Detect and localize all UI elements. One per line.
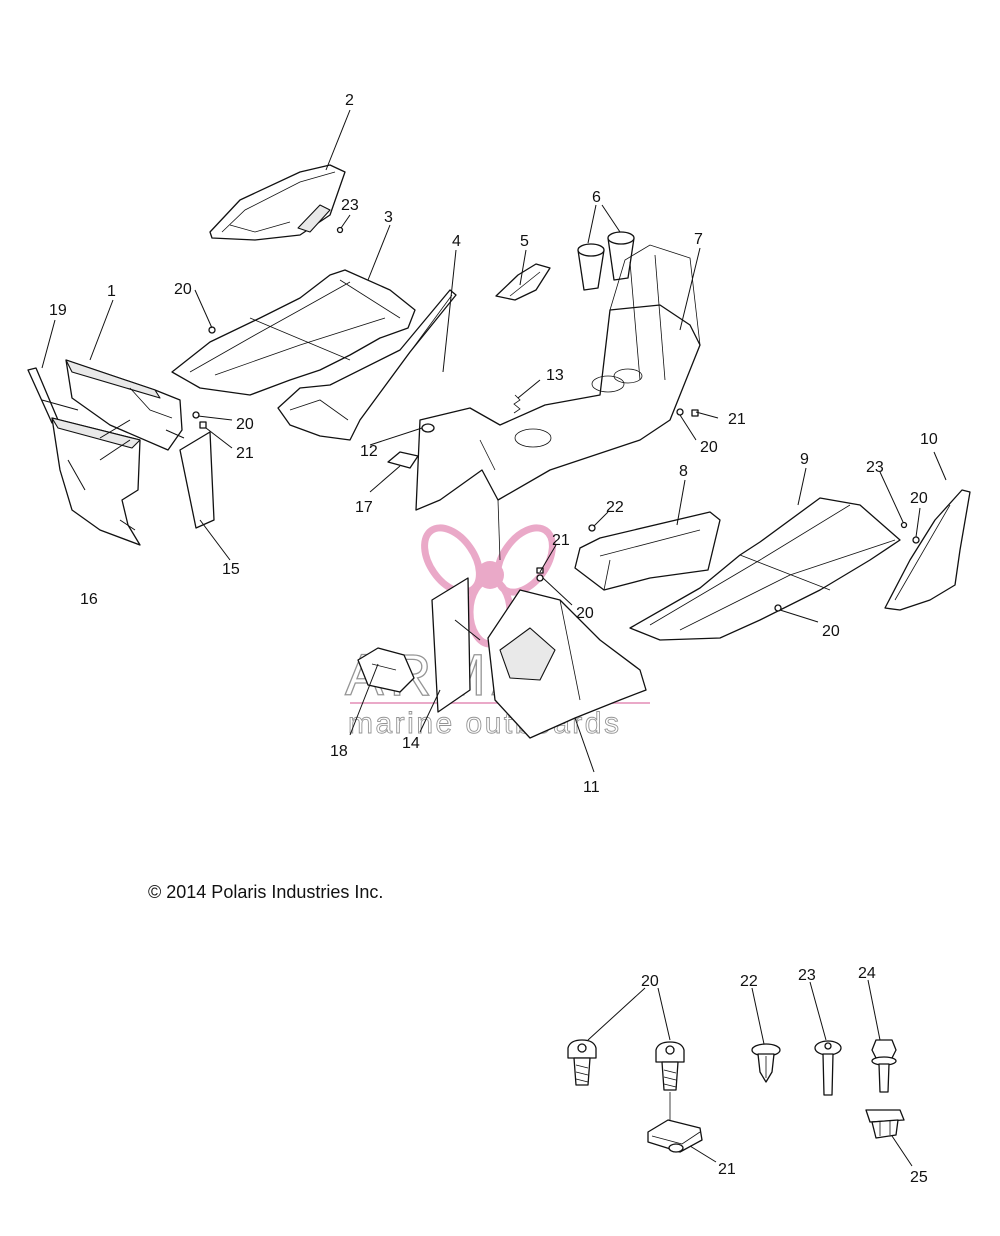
part-10-side-panel	[884, 489, 971, 611]
part-1-side-panel	[65, 359, 183, 451]
part-11-lower-console	[487, 589, 647, 739]
detail-callout-24: 24	[858, 965, 876, 982]
leader-lines	[41, 109, 947, 773]
callout-6: 6	[592, 189, 601, 206]
callout-21-b: 21	[728, 411, 746, 428]
detail-screw-20-left	[567, 1039, 597, 1086]
callout-20-d: 20	[576, 605, 594, 622]
detail-clip-25	[865, 1109, 905, 1139]
detail-callout-21: 21	[718, 1161, 736, 1178]
callout-10: 10	[920, 431, 938, 448]
callout-20-f: 20	[822, 623, 840, 640]
callout-22: 22	[606, 499, 624, 516]
part-5-bracket	[495, 263, 551, 301]
detail-hex-bolt-24	[871, 1039, 897, 1093]
fastener-detail-panel: 20 21 22 23 24 25	[567, 965, 928, 1186]
callout-11: 11	[583, 779, 600, 796]
part-2-dash-cover	[209, 164, 346, 241]
callout-14: 14	[402, 735, 420, 752]
part-18-housing	[357, 647, 415, 693]
callout-21-a: 21	[236, 445, 254, 462]
callout-20-e: 20	[910, 490, 928, 507]
copyright-notice: © 2014 Polaris Industries Inc.	[148, 882, 383, 902]
callout-20-c: 20	[700, 439, 718, 456]
callout-7: 7	[694, 231, 703, 248]
part-17-pad	[387, 451, 419, 469]
callout-17: 17	[355, 499, 373, 516]
callout-4: 4	[452, 233, 461, 250]
callout-numbers: 2 23 3 4 5 6 7 8 9 10 11 12 13 14 15 16 …	[49, 92, 938, 796]
callout-12: 12	[360, 443, 378, 460]
detail-bolt-23	[814, 1040, 842, 1096]
callout-18: 18	[330, 743, 348, 760]
part-9-floor-panel	[629, 497, 901, 641]
callout-15: 15	[222, 561, 240, 578]
callout-2: 2	[345, 92, 354, 109]
callout-20-b: 20	[236, 416, 254, 433]
detail-callout-23: 23	[798, 967, 816, 984]
callout-23-right: 23	[866, 459, 884, 476]
detail-callout-25: 25	[910, 1169, 928, 1186]
detail-callout-20: 20	[641, 973, 659, 990]
detail-clip-nut-21	[647, 1092, 703, 1153]
part-4-side-trim	[277, 289, 457, 441]
callout-16: 16	[80, 591, 98, 608]
detail-callout-22: 22	[740, 973, 758, 990]
part-15-side-plate	[179, 431, 215, 529]
part-14-divider	[431, 577, 471, 713]
part-12-grommet	[421, 423, 435, 433]
callout-8: 8	[679, 463, 688, 480]
callout-21-c: 21	[552, 532, 570, 549]
callout-3: 3	[384, 209, 393, 226]
part-3-floor-panel	[171, 269, 416, 396]
callout-19: 19	[49, 302, 67, 319]
callout-5: 5	[520, 233, 529, 250]
detail-screw-20-right	[655, 1041, 685, 1091]
callout-20-a: 20	[174, 281, 192, 298]
callout-23-upper: 23	[341, 197, 359, 214]
part-16-lower-panel	[51, 417, 141, 546]
part-19-trim-strip	[27, 367, 59, 424]
part-6-cup-holders	[577, 231, 635, 291]
detail-push-rivet-22	[751, 1043, 781, 1083]
callout-1: 1	[107, 283, 116, 300]
callout-9: 9	[800, 451, 809, 468]
callout-13: 13	[546, 367, 564, 384]
part-7-center-console	[415, 244, 701, 561]
part-8-storage-tray	[574, 511, 721, 591]
